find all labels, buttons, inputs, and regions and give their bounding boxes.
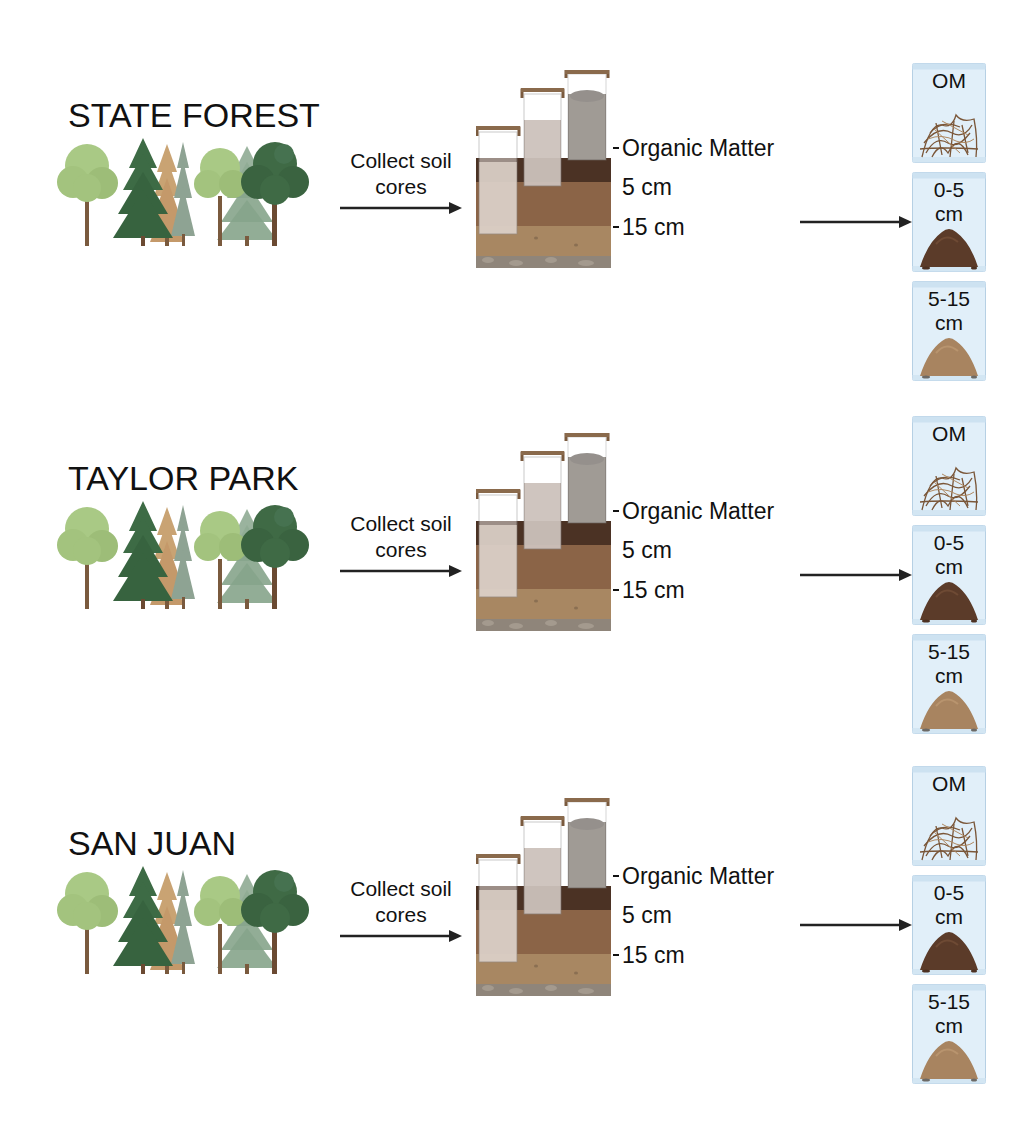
arrow-connector [800,216,912,228]
soil-sample [920,932,978,973]
soil-sample [920,691,978,732]
site-group: SAN JUAN [55,823,340,973]
sample-bag: 0-5 cm [912,875,986,975]
sample-bag [913,635,986,734]
arrow-connector [340,202,462,214]
soil-sample [920,338,978,379]
sample-bag: 0-5 cm [912,525,986,625]
depth-label: 15 cm [622,941,685,969]
soil-sample [920,1041,978,1082]
depth-label: 5 cm [622,901,672,929]
arrow-connector [340,930,462,942]
site-name: STATE FOREST [68,95,320,135]
arrow-connector [340,565,462,577]
step-label: Collect soil cores [326,511,476,563]
depth-label: Organic Matter [622,862,774,890]
depth-label: 15 cm [622,213,685,241]
sample-label: 5-15 cm [922,640,976,688]
sample-bag [913,526,986,625]
soil-core-group: Organic Matter 5 cm 15 cm [462,798,800,998]
sample-bag [913,767,986,866]
soil-core-illustration [476,70,619,268]
step-label: Collect soil cores [326,148,476,200]
arrow-connector [800,919,912,931]
sample-label: OM [922,69,976,93]
soil-sample [920,229,978,270]
site-group: STATE FOREST [55,95,340,245]
sample-label: 0-5 cm [922,178,976,226]
depth-label: 5 cm [622,173,672,201]
sample-label: OM [922,772,976,796]
soil-core-group: Organic Matter 5 cm 15 cm [462,433,800,633]
sample-bag [913,64,986,163]
site-name: SAN JUAN [68,823,236,863]
sample-label: OM [922,422,976,446]
sample-bag: 5-15 cm [912,984,986,1084]
organic-matter-sample [920,468,978,510]
tree-illustration [57,138,309,246]
organic-matter-sample [920,818,978,860]
arrow-connector [800,569,912,581]
sample-bag: OM [912,416,986,516]
sample-bag [913,173,986,272]
sample-label: 5-15 cm [922,990,976,1038]
soil-core-group: Organic Matter 5 cm 15 cm [462,70,800,270]
depth-label: Organic Matter [622,497,774,525]
depth-label: Organic Matter [622,134,774,162]
sample-bag: OM [912,766,986,866]
sample-bag: 0-5 cm [912,172,986,272]
soil-sample [920,582,978,623]
sample-bag: 5-15 cm [912,281,986,381]
sample-bag: OM [912,63,986,163]
site-group: TAYLOR PARK [55,458,340,608]
sample-bag [913,282,986,381]
soil-core-illustration [476,798,619,996]
tree-illustration [57,866,309,974]
sample-bag [913,417,986,516]
sample-bag [913,985,986,1084]
depth-label: 15 cm [622,576,685,604]
tree-illustration [57,501,309,609]
step-label: Collect soil cores [326,876,476,928]
sample-label: 0-5 cm [922,531,976,579]
sample-bag: 5-15 cm [912,634,986,734]
organic-matter-sample [920,115,978,157]
site-name: TAYLOR PARK [68,458,299,498]
sample-label: 5-15 cm [922,287,976,335]
depth-label: 5 cm [622,536,672,564]
sample-bag [913,876,986,975]
soil-core-illustration [476,433,619,631]
sample-label: 0-5 cm [922,881,976,929]
